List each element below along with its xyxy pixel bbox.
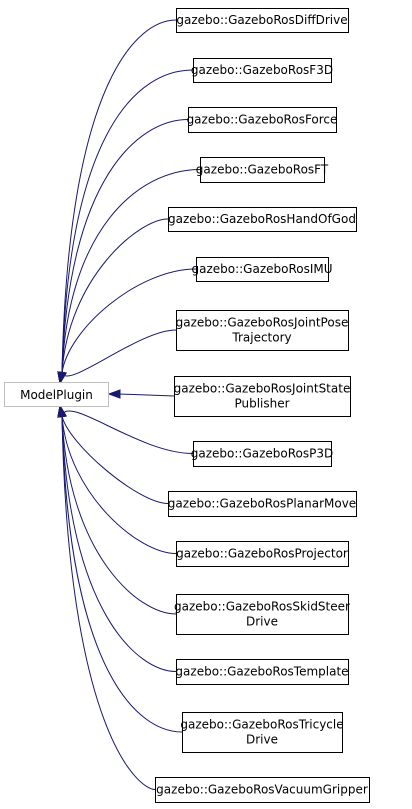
derived-class-node[interactable]: gazebo::GazeboRosTemplate — [175, 659, 349, 685]
inheritance-edge — [61, 410, 194, 454]
derived-class-box — [176, 541, 349, 567]
derived-class-node[interactable]: gazebo::GazeboRosVacuumGripper — [155, 777, 370, 803]
derived-class-node[interactable]: gazebo::GazeboRosFT — [196, 157, 329, 183]
inheritance-edge — [61, 169, 201, 374]
derived-class-label: gazebo::GazeboRosHandOfGod — [168, 212, 356, 226]
inheritance-edge — [61, 415, 177, 554]
derived-class-node[interactable]: gazebo::GazeboRosIMU — [191, 257, 333, 282]
derived-class-label: Trajectory — [231, 331, 291, 345]
derived-class-box — [176, 659, 349, 685]
derived-class-label: gazebo::GazeboRosF3D — [191, 63, 333, 77]
derived-class-box — [174, 376, 351, 417]
derived-class-box — [182, 712, 343, 753]
inheritance-edge — [61, 415, 177, 615]
derived-class-box — [200, 157, 325, 183]
derived-class-node[interactable]: gazebo::GazeboRosDiffDrive — [176, 8, 349, 33]
base-class-label: ModelPlugin — [20, 388, 93, 402]
arrowhead — [57, 371, 67, 385]
derived-class-label: Drive — [246, 733, 278, 747]
derived-class-label: gazebo::GazeboRosJointPose — [176, 316, 349, 330]
inheritance-edge — [61, 218, 169, 374]
derived-class-label: gazebo::GazeboRosVacuumGripper — [156, 783, 368, 797]
derived-class-nodes: gazebo::GazeboRosDiffDrivegazebo::Gazebo… — [155, 8, 370, 803]
inheritance-edge — [61, 268, 197, 374]
derived-class-box — [168, 207, 357, 232]
derived-class-box — [176, 594, 349, 635]
derived-class-box — [168, 491, 357, 517]
inheritance-edge — [61, 119, 189, 374]
derived-class-box — [155, 777, 370, 803]
derived-class-label: gazebo::GazeboRosProjector — [176, 547, 348, 561]
inheritance-edge — [61, 415, 183, 733]
inheritance-edge — [61, 329, 177, 377]
derived-class-label: gazebo::GazeboRosP3D — [191, 447, 334, 461]
inheritance-edge — [118, 393, 175, 397]
derived-class-node[interactable]: gazebo::GazeboRosP3D — [191, 441, 334, 467]
derived-class-label: gazebo::GazeboRosTemplate — [175, 665, 348, 679]
derived-class-box — [196, 257, 329, 282]
derived-class-box — [176, 310, 349, 351]
derived-class-label: gazebo::GazeboRosSkidSteer — [174, 600, 350, 614]
derived-class-box — [193, 441, 332, 467]
inheritance-edge — [61, 19, 177, 374]
derived-class-node[interactable]: gazebo::GazeboRosPlanarMove — [168, 491, 357, 517]
derived-class-node[interactable]: gazebo::GazeboRosForce — [187, 107, 338, 133]
derived-class-label: gazebo::GazeboRosPlanarMove — [168, 497, 356, 511]
derived-class-label: gazebo::GazeboRosForce — [187, 113, 338, 127]
derived-class-box — [188, 107, 337, 133]
derived-class-label: Publisher — [234, 397, 289, 411]
derived-class-label: gazebo::GazeboRosIMU — [191, 262, 332, 276]
derived-class-label: Drive — [246, 615, 278, 629]
inheritance-edge — [61, 415, 169, 504]
derived-class-label: gazebo::GazeboRosFT — [196, 163, 329, 177]
derived-class-node[interactable]: gazebo::GazeboRosHandOfGod — [168, 207, 357, 232]
inheritance-edge — [61, 415, 156, 790]
derived-class-node[interactable]: gazebo::GazeboRosProjector — [176, 541, 349, 567]
derived-class-label: gazebo::GazeboRosDiffDrive — [176, 13, 347, 27]
base-class-node[interactable]: ModelPlugin — [4, 382, 109, 407]
inheritance-edges — [57, 19, 201, 790]
arrowhead — [107, 389, 121, 399]
derived-class-label: gazebo::GazeboRosTricycle — [180, 718, 343, 732]
base-class-box — [4, 382, 109, 407]
derived-class-box — [193, 58, 332, 83]
inheritance-edge — [61, 69, 194, 374]
derived-class-node[interactable]: gazebo::GazeboRosF3D — [191, 58, 333, 83]
derived-class-box — [176, 8, 349, 33]
derived-class-label: gazebo::GazeboRosJointState — [174, 382, 351, 396]
arrowhead — [57, 404, 67, 418]
inheritance-edge — [61, 415, 177, 672]
